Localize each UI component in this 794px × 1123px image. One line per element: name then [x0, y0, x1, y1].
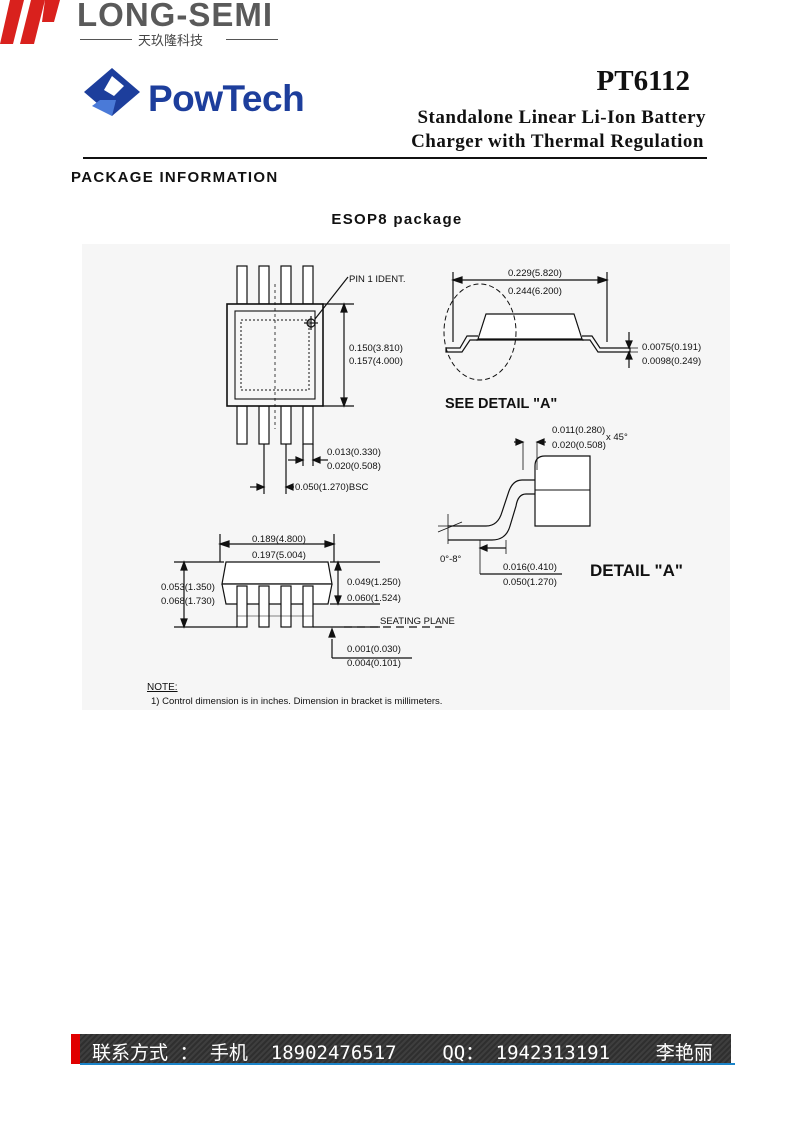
length-max: 0.197(5.004): [252, 550, 306, 561]
detail-a-view: [437, 438, 591, 575]
span-min: 0.229(5.820): [508, 268, 562, 279]
long-semi-subtitle: 天玖隆科技: [138, 34, 204, 49]
lead-angle: 0°-8°: [440, 554, 462, 565]
document-subtitle-line2: Charger with Thermal Regulation: [411, 131, 704, 152]
lead-thickness-min: 0.0075(0.191): [642, 342, 701, 353]
total-height-min: 0.053(1.350): [161, 582, 215, 593]
footer-accent: [71, 1034, 80, 1064]
long-semi-logo-mark: [0, 0, 60, 44]
span-max: 0.244(6.200): [508, 286, 562, 297]
lead-width-max: 0.020(0.508): [327, 461, 381, 472]
long-semi-subtitle-row: 天玖隆科技: [80, 30, 280, 49]
front-view: [174, 534, 442, 659]
top-view: [226, 265, 354, 494]
note-title: NOTE:: [147, 682, 178, 693]
document-subtitle-line1: Standalone Linear Li-Ion Battery: [417, 107, 706, 128]
body-height-max: 0.060(1.524): [347, 593, 401, 604]
length-min: 0.189(4.800): [252, 534, 306, 545]
foot-length-max: 0.050(1.270): [503, 577, 557, 588]
footer-contact-text: 联系方式 ： 手机 18902476517 QQ： 1942313191 李艳丽: [92, 1042, 713, 1064]
footer-rule: [80, 1063, 735, 1065]
long-semi-name: LONG-SEMI: [77, 0, 273, 33]
see-detail-label: SEE DETAIL "A": [445, 396, 557, 412]
body-height-min: 0.049(1.250): [347, 577, 401, 588]
total-height-max: 0.068(1.730): [161, 596, 215, 607]
body-width-min: 0.150(3.810): [349, 343, 403, 354]
powtech-logo-icon: [84, 68, 140, 116]
chamfer-min: 0.011(0.280): [552, 425, 605, 436]
lead-width-min: 0.013(0.330): [327, 447, 381, 458]
note-text: 1) Control dimension is in inches. Dimen…: [151, 696, 442, 707]
chamfer-max: 0.020(0.508): [552, 440, 606, 451]
foot-length-min: 0.016(0.410): [503, 562, 557, 573]
part-number: PT6112: [596, 65, 690, 97]
lead-thickness-max: 0.0098(0.249): [642, 356, 701, 367]
standoff-min: 0.001(0.030): [347, 644, 401, 655]
standoff-max: 0.004(0.101): [347, 658, 401, 669]
powtech-name: PowTech: [148, 78, 305, 119]
header-rule: [83, 157, 707, 159]
side-view: [443, 272, 638, 381]
section-title: PACKAGE INFORMATION: [71, 169, 279, 186]
pitch-label: 0.050(1.270)BSC: [295, 482, 369, 493]
detail-a-title: DETAIL "A": [590, 561, 683, 580]
footer-contact-bar: [71, 1034, 731, 1064]
package-drawing: PIN 1 IDENT. 0.150(3.810) 0.157(4.000) 0…: [82, 244, 730, 710]
pin1-ident-label: PIN 1 IDENT.: [349, 274, 406, 285]
seating-plane-label: SEATING PLANE: [380, 616, 455, 627]
chamfer-angle: x 45°: [606, 432, 628, 443]
package-title: ESOP8 package: [331, 211, 463, 228]
body-width-max: 0.157(4.000): [349, 356, 403, 367]
